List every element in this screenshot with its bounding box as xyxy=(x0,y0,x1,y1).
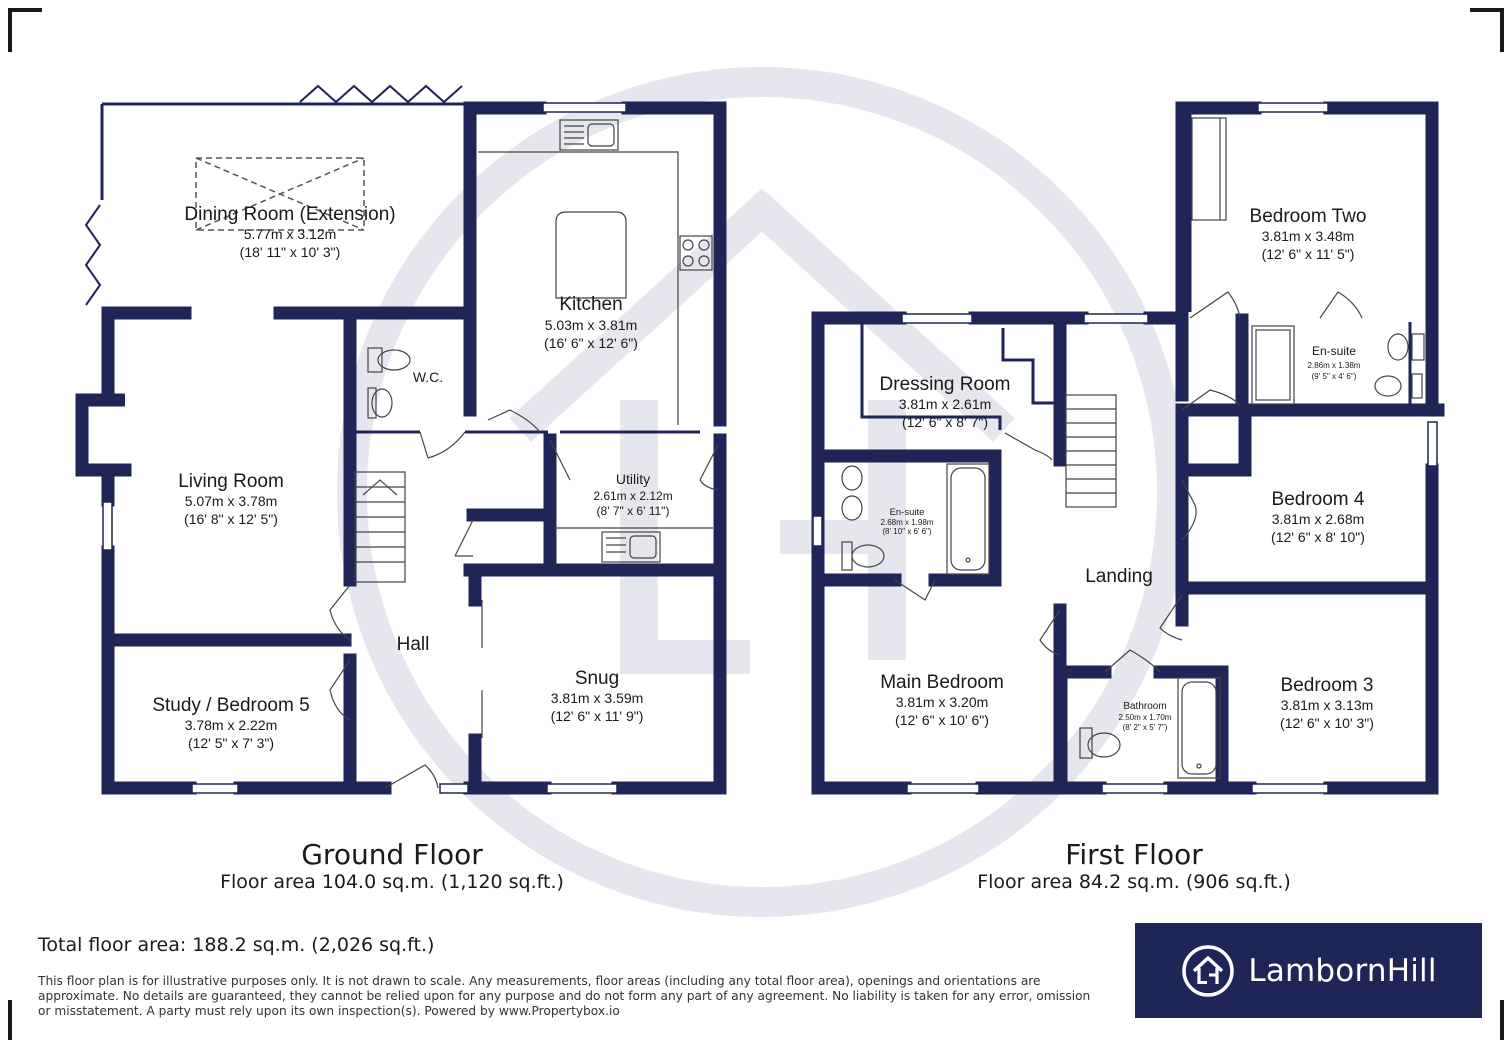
room-study-imperial: (12' 5" x 7' 3") xyxy=(188,735,274,751)
ground-floor-plan xyxy=(75,84,727,795)
ground-floor-title: Ground Floor xyxy=(301,838,483,871)
room-study-name: Study / Bedroom 5 xyxy=(152,695,309,716)
room-living-imperial: (16' 8" x 12' 5") xyxy=(184,511,278,527)
room-bedroom-4-imperial: (12' 6" x 8' 10") xyxy=(1271,529,1365,545)
first-floor-caption: First Floor Floor area 84.2 sq.m. (906 s… xyxy=(900,838,1368,893)
room-bedroom-3-metric: 3.81m x 3.13m xyxy=(1281,697,1374,713)
house-in-circle-icon xyxy=(1182,944,1235,997)
first-floor-room-labels: Bedroom Two 3.81m x 3.48m (12' 6" x 11' … xyxy=(880,206,1374,732)
room-bedroom-3-imperial: (12' 6" x 10' 3") xyxy=(1280,715,1374,731)
corner-mark-bottom-left xyxy=(8,1000,42,1040)
room-main-bedroom-name: Main Bedroom xyxy=(880,672,1004,693)
room-main-bedroom-metric: 3.81m x 3.20m xyxy=(896,694,989,710)
room-bedroom-4-name: Bedroom 4 xyxy=(1272,489,1365,510)
disclaimer-text: This floor plan is for illustrative purp… xyxy=(38,974,1091,1018)
room-ensuite-two-imperial: (9' 5" x 4' 6") xyxy=(1312,372,1357,381)
room-bedroom-4-metric: 3.81m x 2.68m xyxy=(1272,511,1365,527)
room-bathroom-metric: 2.50m x 1.70m xyxy=(1119,713,1172,722)
room-bedroom-3-name: Bedroom 3 xyxy=(1281,675,1374,696)
room-wc-name: W.C. xyxy=(413,369,443,385)
ground-floor-area: Floor area 104.0 sq.m. (1,120 sq.ft.) xyxy=(220,871,564,893)
room-ensuite-two-name: En-suite xyxy=(1312,344,1356,358)
corner-mark-bottom-right xyxy=(1470,1000,1504,1040)
room-utility-imperial: (8' 7" x 6' 11") xyxy=(597,504,670,518)
room-snug-name: Snug xyxy=(575,668,619,689)
room-dressing-metric: 3.81m x 2.61m xyxy=(899,396,992,412)
room-living-metric: 5.07m x 3.78m xyxy=(185,493,278,509)
room-utility-metric: 2.61m x 2.12m xyxy=(593,489,672,503)
room-bathroom-name: Bathroom xyxy=(1123,701,1166,712)
first-floor-area: Floor area 84.2 sq.m. (906 sq.ft.) xyxy=(977,871,1291,893)
room-main-bedroom-imperial: (12' 6" x 10' 6") xyxy=(895,712,989,728)
first-floor-title: First Floor xyxy=(1065,838,1203,871)
room-dressing-name: Dressing Room xyxy=(880,374,1011,395)
first-floor-plan xyxy=(811,101,1445,795)
room-kitchen-name: Kitchen xyxy=(559,294,622,315)
room-bedroom-two-metric: 3.81m x 3.48m xyxy=(1262,228,1355,244)
room-dressing-imperial: (12' 6" x 8' 7") xyxy=(902,414,988,430)
corner-mark-top-right xyxy=(1470,8,1504,52)
ground-floor-room-labels: Dining Room (Extension) 5.77m x 3.12m (1… xyxy=(152,204,672,751)
room-bedroom-two-name: Bedroom Two xyxy=(1250,206,1367,227)
room-kitchen-imperial: (16' 6" x 12' 6") xyxy=(544,335,638,351)
lambornhill-logo: LambornHill xyxy=(1135,923,1482,1018)
room-snug-metric: 3.81m x 3.59m xyxy=(551,690,644,706)
room-bedroom-two-imperial: (12' 6" x 11' 5") xyxy=(1262,246,1355,262)
room-utility-name: Utility xyxy=(616,471,650,487)
room-kitchen-metric: 5.03m x 3.81m xyxy=(545,317,638,333)
room-ensuite-main-imperial: (8' 10" x 6' 6") xyxy=(882,527,932,536)
room-bathroom-imperial: (8' 2" x 5' 7") xyxy=(1123,723,1168,732)
corner-mark-top-left xyxy=(8,8,42,52)
room-dining-imperial: (18' 11" x 10' 3") xyxy=(240,244,341,260)
ground-floor-caption: Ground Floor Floor area 104.0 sq.m. (1,1… xyxy=(150,838,634,893)
room-ensuite-main-metric: 2.68m x 1.98m xyxy=(881,518,934,527)
room-hall-name: Hall xyxy=(397,634,430,655)
room-landing-name: Landing xyxy=(1085,566,1153,587)
room-dining-name: Dining Room (Extension) xyxy=(184,204,395,225)
room-ensuite-two-metric: 2.86m x 1.38m xyxy=(1308,361,1361,370)
room-ensuite-main-name: En-suite xyxy=(890,507,925,518)
room-study-metric: 3.78m x 2.22m xyxy=(185,717,278,733)
room-dining-metric: 5.77m x 3.12m xyxy=(244,226,337,242)
logo-wordmark: LambornHill xyxy=(1248,952,1437,989)
room-snug-imperial: (12' 6" x 11' 9") xyxy=(551,708,644,724)
room-living-name: Living Room xyxy=(178,471,284,492)
total-floor-area: Total floor area: 188.2 sq.m. (2,026 sq.… xyxy=(38,934,435,956)
